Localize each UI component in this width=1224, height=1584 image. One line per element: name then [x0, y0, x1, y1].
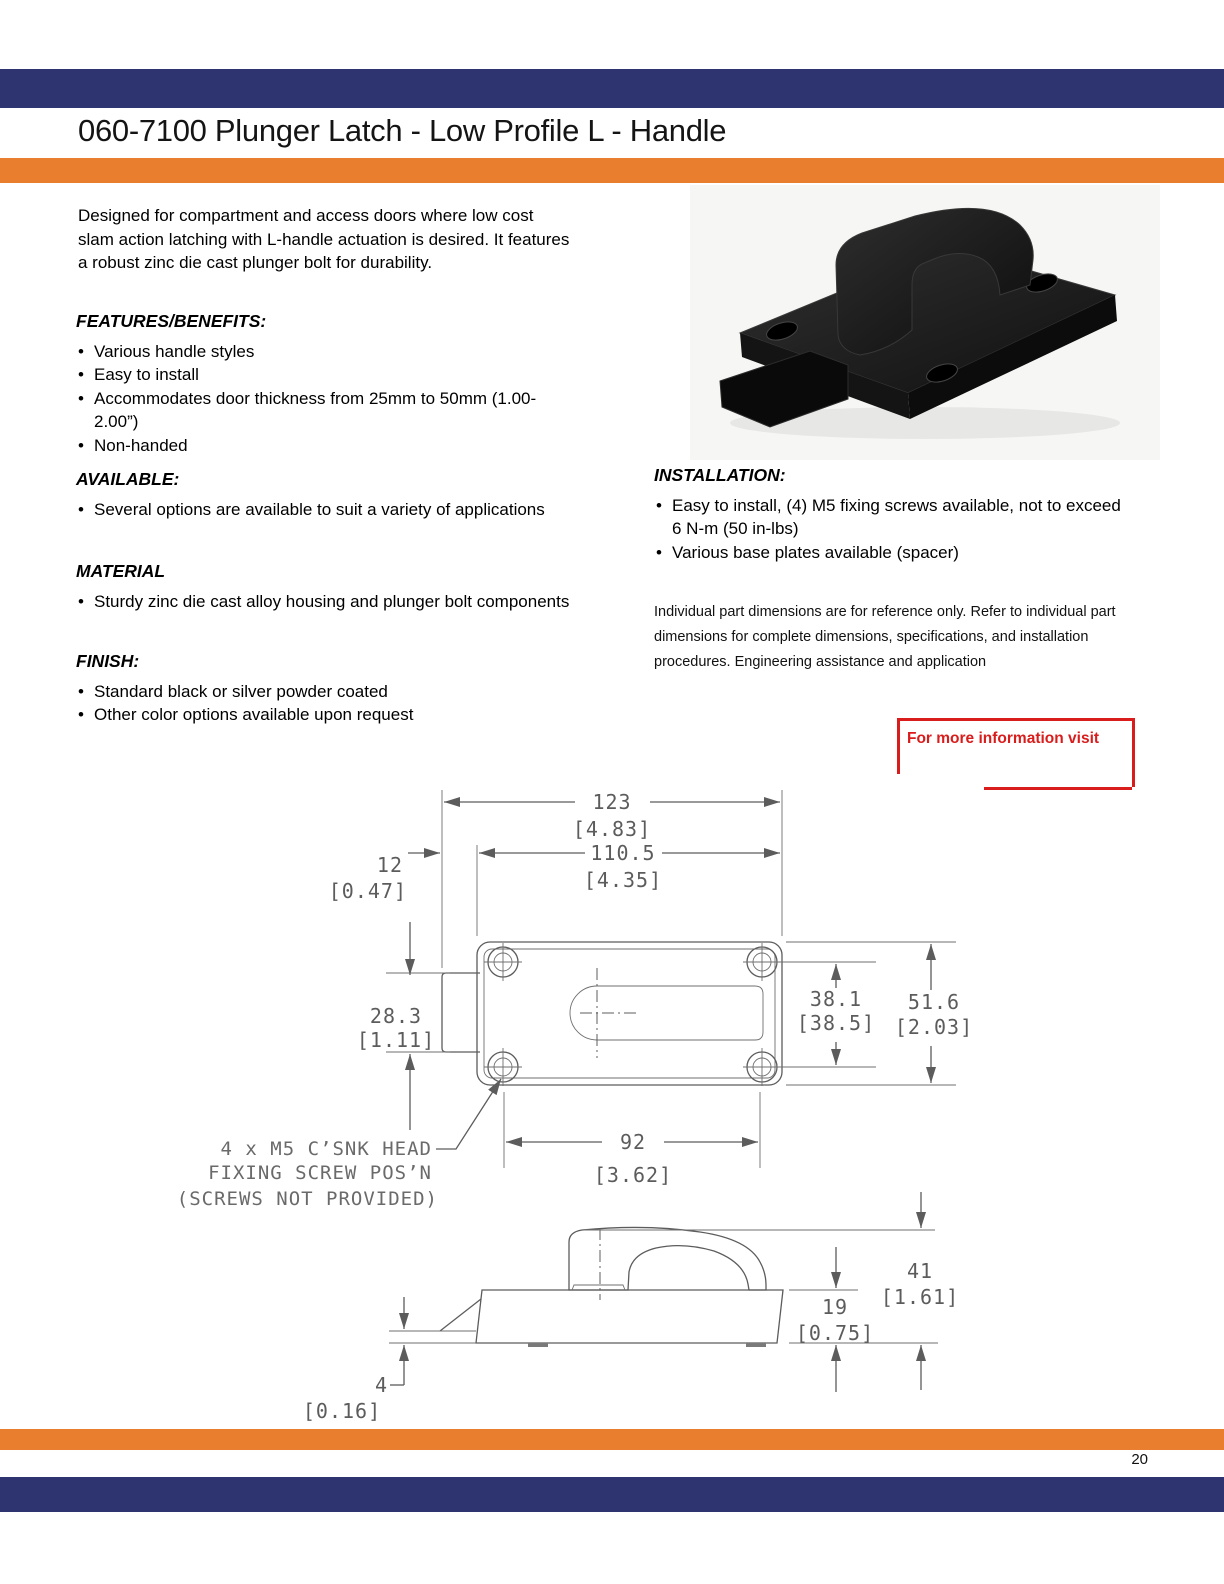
dim-overall-length-in: [4.83] [573, 817, 651, 841]
features-list: Various handle styles Easy to install Ac… [76, 340, 576, 458]
side-body-outline [475, 1289, 784, 1344]
latch-handle [835, 207, 1034, 356]
dim-overall-height-in: [1.61] [881, 1285, 959, 1309]
header-blue-bar [0, 69, 1224, 108]
dim-bolt-projection-in: [0.47] [329, 879, 407, 903]
plan-view [441, 941, 783, 1086]
installation-list: Easy to install, (4) M5 fixing screws av… [654, 494, 1132, 565]
dim-body-length-mm: 110.5 [590, 841, 655, 865]
page-number: 20 [1131, 1451, 1148, 1468]
dim-bolt-projection-mm: 12 [377, 853, 403, 877]
technical-drawing: 123 [4.83] 110.5 [4.35] 12 [0.47] 28.3 [… [177, 790, 973, 1423]
section-features: FEATURES/BENEFITS: Various handle styles… [76, 310, 576, 457]
plan-dimensions: 123 [4.83] 110.5 [4.35] 12 [0.47] 28.3 [… [329, 790, 973, 1187]
product-photo [690, 185, 1160, 460]
info-box[interactable]: For more information visit [897, 718, 1135, 790]
side-view [389, 1226, 784, 1347]
screw-note: 4 x M5 C’SNK HEAD FIXING SCREW POS’N (SC… [177, 1078, 502, 1210]
dim-base-height-in: [0.75] [796, 1321, 874, 1345]
list-item: Various base plates available (spacer) [654, 541, 1132, 565]
material-heading: MATERIAL [76, 561, 166, 581]
finish-list: Standard black or silver powder coated O… [76, 680, 576, 727]
list-item: Easy to install, (4) M5 fixing screws av… [654, 494, 1132, 541]
handle-pedestal [571, 1284, 626, 1291]
list-item: Standard black or silver powder coated [76, 680, 576, 704]
side-handle-outline [568, 1226, 767, 1291]
dim-hole-spacing-vertical-in: [38.5] [797, 1011, 875, 1035]
dim-hole-spacing-horizontal-in: [3.62] [594, 1163, 672, 1187]
dim-body-width-mm: 51.6 [908, 990, 960, 1014]
list-item: Easy to install [76, 363, 576, 387]
mounting-foot [746, 1343, 766, 1347]
material-list: Sturdy zinc die cast alloy housing and p… [76, 590, 576, 614]
section-installation: INSTALLATION: Easy to install, (4) M5 fi… [654, 464, 1132, 564]
dim-base-height-mm: 19 [822, 1295, 848, 1319]
plunger-bolt [719, 350, 849, 428]
footer-orange-bar [0, 1429, 1224, 1450]
leader-line [436, 1078, 502, 1150]
list-item: Several options are available to suit a … [76, 498, 576, 522]
disclaimer-text: Individual part dimensions are for refer… [654, 604, 1116, 670]
photo-shadow [730, 407, 1120, 439]
list-item: Non-handed [76, 434, 576, 458]
section-finish: FINISH: Standard black or silver powder … [76, 650, 576, 727]
dim-plate-thickness-in: [0.16] [303, 1399, 381, 1423]
list-item: Accommodates door thickness from 25mm to… [76, 387, 576, 434]
section-material: MATERIAL Sturdy zinc die cast alloy hous… [76, 560, 576, 613]
page-title: 060-7100 Plunger Latch - Low Profile L -… [78, 113, 727, 148]
dim-bolt-height-in: [1.11] [357, 1028, 435, 1052]
latch-body-inner-outline [483, 948, 776, 1079]
dim-plate-thickness-mm: 4 [375, 1373, 388, 1397]
section-available: AVAILABLE: Several options are available… [76, 468, 576, 521]
screw-note-line: 4 x M5 C’SNK HEAD [221, 1138, 432, 1160]
latch-photo-illustration [719, 207, 1120, 439]
plunger-tab-outline [441, 972, 480, 1053]
dim-overall-length-mm: 123 [592, 790, 631, 814]
finish-heading: FINISH: [76, 651, 140, 671]
plunger-slot-outline [569, 985, 764, 1041]
list-item: Various handle styles [76, 340, 576, 364]
installation-heading: INSTALLATION: [654, 465, 786, 485]
list-item: Sturdy zinc die cast alloy housing and p… [76, 590, 576, 614]
plunger-wedge-line [439, 1298, 482, 1332]
available-heading: AVAILABLE: [76, 469, 180, 489]
side-dimensions: 41 [1.61] 19 [0.75] 4 [0.16] [303, 1192, 959, 1423]
footer-blue-bar [0, 1477, 1224, 1512]
dim-overall-height-mm: 41 [907, 1259, 933, 1283]
screw-hole-icon [484, 943, 781, 1086]
dim-bolt-height-mm: 28.3 [370, 1004, 422, 1028]
screw-note-line: (SCREWS NOT PROVIDED) [177, 1188, 438, 1210]
header-orange-bar [0, 158, 1224, 183]
dim-hole-spacing-vertical-mm: 38.1 [810, 987, 862, 1011]
intro-paragraph: Designed for compartment and access door… [78, 206, 570, 272]
dim-hole-spacing-horizontal-mm: 92 [620, 1130, 646, 1154]
screw-note-line: FIXING SCREW POS’N [208, 1162, 432, 1184]
info-box-text: For more information visit [907, 730, 1100, 747]
screw-hole-icon [766, 273, 1058, 383]
dim-body-length-in: [4.35] [584, 868, 662, 892]
features-heading: FEATURES/BENEFITS: [76, 311, 267, 331]
available-list: Several options are available to suit a … [76, 498, 576, 522]
dim-body-width-in: [2.03] [895, 1015, 973, 1039]
list-item: Other color options available upon reque… [76, 703, 576, 727]
mounting-foot [528, 1343, 548, 1347]
latch-body-outline [476, 941, 783, 1086]
